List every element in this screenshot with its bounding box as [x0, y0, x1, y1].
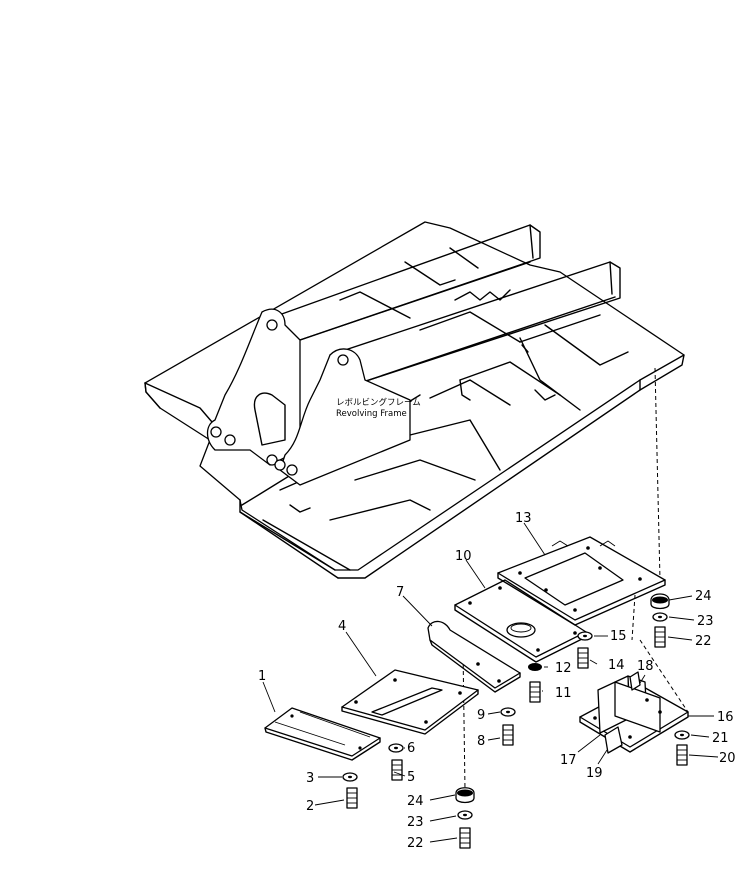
callout-5: 5 [407, 770, 415, 785]
callout-4: 4 [338, 619, 346, 634]
bolt-11 [529, 681, 541, 703]
callout-24-right: 24 [695, 589, 712, 604]
callout-13: 13 [515, 511, 532, 526]
callout-11: 11 [555, 686, 572, 701]
bolt-5 [391, 759, 403, 781]
callout-19: 19 [586, 766, 603, 781]
plate-1 [264, 707, 381, 761]
callout-1: 1 [258, 669, 266, 684]
callout-3: 3 [306, 771, 314, 786]
callout-14: 14 [608, 658, 625, 673]
callout-22-left: 22 [407, 836, 424, 851]
washer-12 [528, 663, 542, 671]
bolt-22-right [654, 626, 666, 648]
callout-24-left: 24 [407, 794, 424, 809]
callout-20: 20 [719, 751, 736, 766]
bolt-14 [577, 647, 589, 669]
callout-7: 7 [396, 585, 404, 600]
bolt-22-left [459, 827, 471, 849]
callout-17: 17 [560, 753, 577, 768]
callout-23-right: 23 [697, 614, 714, 629]
callout-12: 12 [555, 661, 572, 676]
callout-16: 16 [717, 710, 734, 725]
callout-9: 9 [477, 708, 485, 723]
frame-label-jp: レボルビングフレーム [336, 397, 421, 408]
fasteners [342, 593, 690, 849]
callout-18: 18 [637, 659, 654, 674]
bolt-8 [502, 724, 514, 746]
callout-2: 2 [306, 799, 314, 814]
callout-15: 15 [610, 629, 627, 644]
plate-13 [497, 536, 666, 626]
plate-4 [341, 669, 479, 735]
revolving-frame: レボルビングフレーム Revolving Frame [144, 221, 685, 579]
callout-21: 21 [712, 731, 729, 746]
callout-10: 10 [455, 549, 472, 564]
leader-lines [262, 522, 719, 843]
bolt-2 [346, 787, 358, 809]
callout-22-right: 22 [695, 634, 712, 649]
callout-23-left: 23 [407, 815, 424, 830]
callout-6: 6 [407, 741, 415, 756]
bracket-assembly [579, 671, 689, 754]
alignment-lines [462, 367, 689, 791]
callout-8: 8 [477, 734, 485, 749]
callout-labels: 1 2 3 4 5 6 7 8 9 10 11 12 13 14 15 16 1… [258, 511, 736, 851]
frame-label-en: Revolving Frame [336, 409, 407, 419]
bolt-20 [676, 744, 688, 766]
